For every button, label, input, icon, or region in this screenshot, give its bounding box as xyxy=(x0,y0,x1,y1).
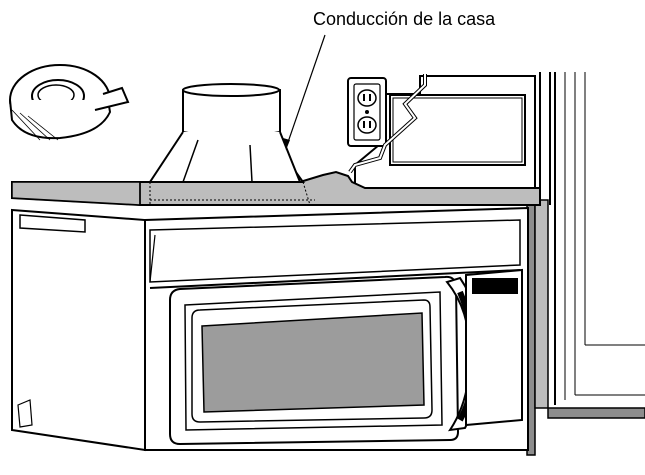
house-duct-label: Conducción de la casa xyxy=(313,9,496,29)
wall-edge xyxy=(526,199,645,456)
power-cord xyxy=(348,74,427,174)
house-duct xyxy=(148,83,311,206)
upper-cabinet xyxy=(354,72,645,405)
electrical-outlet-icon xyxy=(347,77,387,147)
cabinet-bottom-plate xyxy=(11,170,541,206)
control-panel xyxy=(465,268,523,427)
microwave-door xyxy=(169,275,460,446)
duct-tape-roll-icon xyxy=(9,64,130,141)
callout-leader xyxy=(283,34,326,150)
